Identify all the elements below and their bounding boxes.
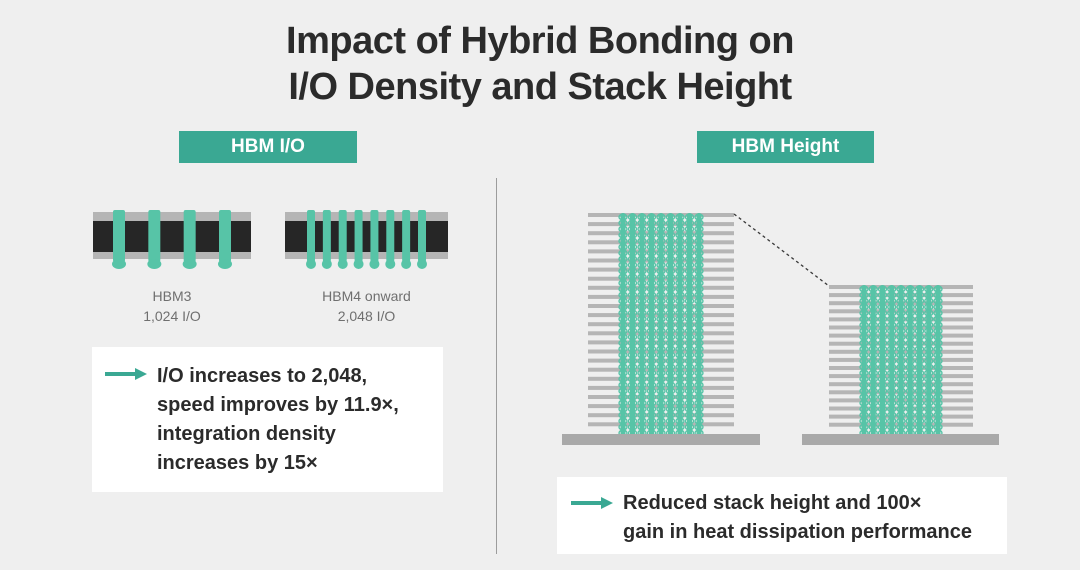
page-title: Impact of Hybrid Bonding on I/O Density … [0,18,1080,110]
chip-top-layer [93,212,251,221]
stack-height-illustration [562,213,999,445]
chip-bottom-layer [93,252,251,259]
tsv-pillar [113,210,125,262]
tsv-column [926,285,932,440]
tsv-bump [182,259,197,269]
tsv-bump [147,259,162,269]
tsv-column [630,213,635,440]
arrow-right-icon [105,368,147,380]
height-note-line: Reduced stack height and 100× [623,492,922,514]
tsv-bump [306,259,316,269]
hbm3-name: HBM3 [152,288,192,304]
tsv-column [907,285,913,440]
tsv-bump [385,259,396,269]
io-note-line: increases by 15× [157,452,318,474]
panel-divider [496,178,497,554]
tsv-bump [353,259,364,269]
substrate-base [802,434,999,445]
tsv-pillar [418,210,426,262]
height-note-line: gain in heat dissipation performance [623,521,972,543]
tsv-pillar [183,210,196,262]
tsv-pillar [322,210,331,262]
tsv-pillar [338,210,347,262]
height-note-text: Reduced stack height and 100× gain in he… [623,489,972,547]
io-chips-illustration [93,210,448,269]
hbm-height-badge: HBM Height [697,131,874,163]
tsv-pillar [370,210,379,262]
tsv-column [898,285,904,440]
tsv-column [658,213,664,440]
title-line-2: I/O Density and Stack Height [288,66,792,108]
tsv-bump [218,259,232,269]
io-note-line: speed improves by 11.9×, [157,394,399,416]
short-stack [802,285,999,445]
arrow-right-icon [571,497,613,509]
tall-stack [562,213,760,445]
tsv-pillar [148,210,161,262]
tsv-column [935,285,941,440]
tsv-bump [337,259,348,269]
tsv-column [649,213,654,440]
tsv-column [917,285,922,440]
chip-hbm3 [93,210,251,269]
tsv-column [880,285,885,440]
tsv-bump [369,259,380,269]
height-comparison-line [733,213,830,287]
tsv-column [668,213,673,440]
chip-hbm4 [285,210,448,269]
tsv-column [620,213,626,440]
tsv-column [639,213,645,440]
tsv-column [687,213,692,440]
tsv-pillar [307,210,315,262]
tsv-column [870,285,876,440]
tsv-pillar [402,210,411,262]
chip-top-layer [285,212,448,221]
hbm4-name: HBM4 onward [322,288,411,304]
hbm4-io: 2,048 I/O [337,308,396,324]
hbm3-label: HBM3 1,024 I/O [93,286,251,326]
hbm3-io: 1,024 I/O [143,308,201,324]
io-note-text: I/O increases to 2,048, speed improves b… [157,362,399,478]
io-note-line: I/O increases to 2,048, [157,365,368,387]
tsv-bump [401,259,412,269]
tsv-pillar [354,210,363,262]
substrate-base [562,434,760,445]
io-note-box: I/O increases to 2,048, speed improves b… [92,347,443,492]
title-line-1: Impact of Hybrid Bonding on [286,20,794,62]
hbm4-label: HBM4 onward 2,048 I/O [285,286,448,326]
tsv-column [861,285,867,440]
chip-bottom-layer [285,252,448,259]
tsv-bump [112,259,126,269]
hbm-io-badge: HBM I/O [179,131,357,163]
tsv-pillar [219,210,231,262]
tsv-column [696,213,702,440]
tsv-column [677,213,683,440]
tsv-column [889,285,895,440]
io-note-line: integration density [157,423,336,445]
tsv-pillar [386,210,395,262]
height-note-box: Reduced stack height and 100× gain in he… [557,477,1007,554]
tsv-bump [321,259,332,269]
tsv-bump [417,259,427,269]
